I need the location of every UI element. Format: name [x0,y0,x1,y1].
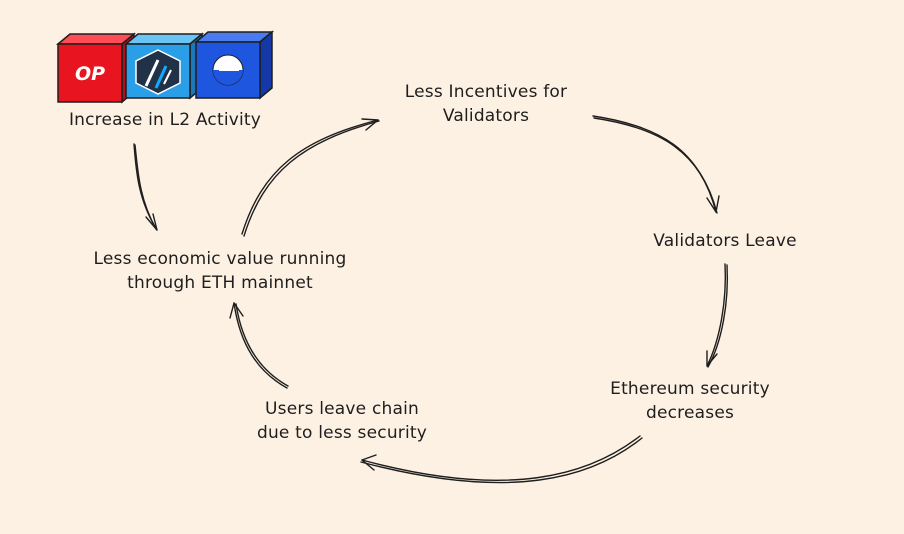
arrow-security-to-users-leave [360,435,643,484]
cycle-arrows [133,115,729,484]
node-users-leave: Users leave chain due to less security [256,399,428,443]
optimism-logo-icon: OP [55,32,137,104]
arrow-incentives-to-validators-leave [592,115,720,214]
arrow-economic-value-to-incentives [241,118,380,237]
arrow-validators-leave-to-security [706,263,729,368]
node-less-economic-value: Less economic value running through ETH … [93,249,347,293]
optimism-logo-text: OP [75,63,105,85]
base-logo-icon [193,30,275,100]
node-validators-leave: Validators Leave [653,231,797,251]
arrow-users-leave-to-economic-value [229,302,289,389]
node-l2-activity: Increase in L2 Activity [68,110,262,130]
arbitrum-logo-icon [123,32,205,100]
node-security-decreases: Ethereum security decreases [610,379,770,423]
node-less-incentives: Less Incentives for Validators [404,82,568,126]
arrow-l2-to-economic-value [133,143,158,231]
